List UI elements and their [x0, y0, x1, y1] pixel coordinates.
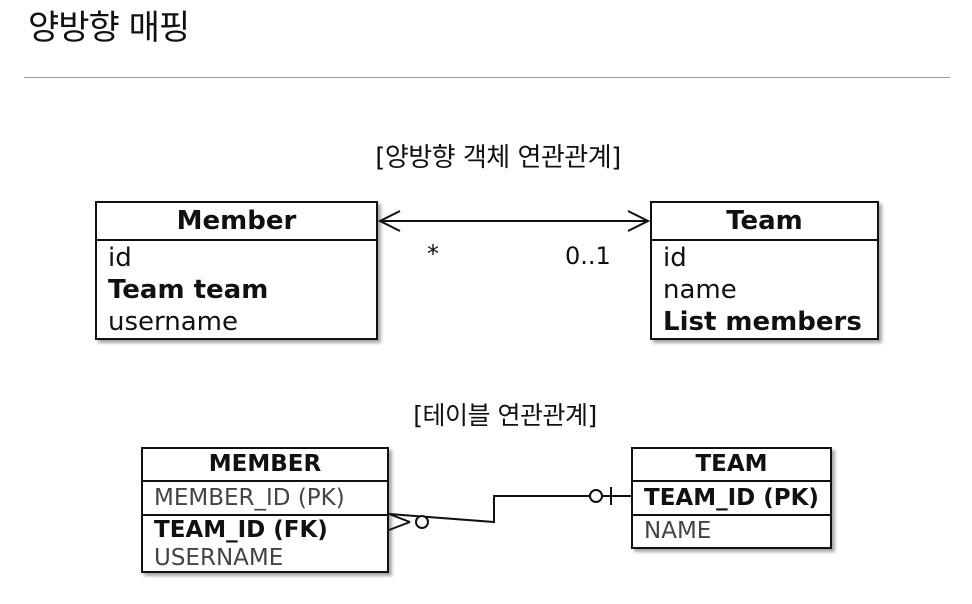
member-field-id: id — [108, 243, 132, 273]
crows-foot-lower-prong — [388, 521, 411, 531]
team-table-pk: TEAM_ID (PK) — [644, 485, 819, 511]
member-field-username: username — [108, 307, 238, 337]
table-association-caption: [테이블 연관관계] — [413, 401, 597, 430]
member-table-box: MEMBER MEMBER_ID (PK) TEAM_ID (FK) USERN… — [141, 447, 389, 573]
team-field-name: name — [663, 275, 737, 305]
team-field-id: id — [663, 243, 687, 273]
team-class-name: Team — [652, 203, 877, 241]
member-table-fk: TEAM_ID (FK) — [154, 517, 328, 543]
page-title: 양방향 매핑 — [28, 8, 190, 48]
member-table-pk: MEMBER_ID (PK) — [154, 485, 345, 511]
member-class-box: Member id Team team username — [95, 201, 378, 340]
team-table-box: TEAM TEAM_ID (PK) NAME — [631, 447, 832, 549]
team-table-name: TEAM — [633, 449, 830, 482]
member-multiplicity: * — [427, 240, 439, 268]
team-multiplicity: 0..1 — [565, 242, 611, 270]
member-table-username: USERNAME — [154, 545, 284, 571]
title-divider — [24, 77, 950, 78]
crows-foot-upper-prong — [388, 513, 411, 523]
member-class-name: Member — [97, 203, 376, 241]
erd-relationship-line — [388, 487, 631, 531]
zero-optional-circle-team — [589, 489, 603, 503]
team-table-name-column: NAME — [644, 518, 712, 544]
bidirectional-association-arrow — [377, 210, 651, 232]
team-class-box: Team id name List members — [650, 201, 879, 340]
member-table-name: MEMBER — [143, 449, 387, 482]
member-field-team: Team team — [108, 275, 269, 305]
team-field-members: List members — [663, 307, 862, 337]
zero-optional-circle-member — [415, 515, 429, 529]
object-association-caption: [양방향 객체 연관관계] — [375, 143, 621, 173]
